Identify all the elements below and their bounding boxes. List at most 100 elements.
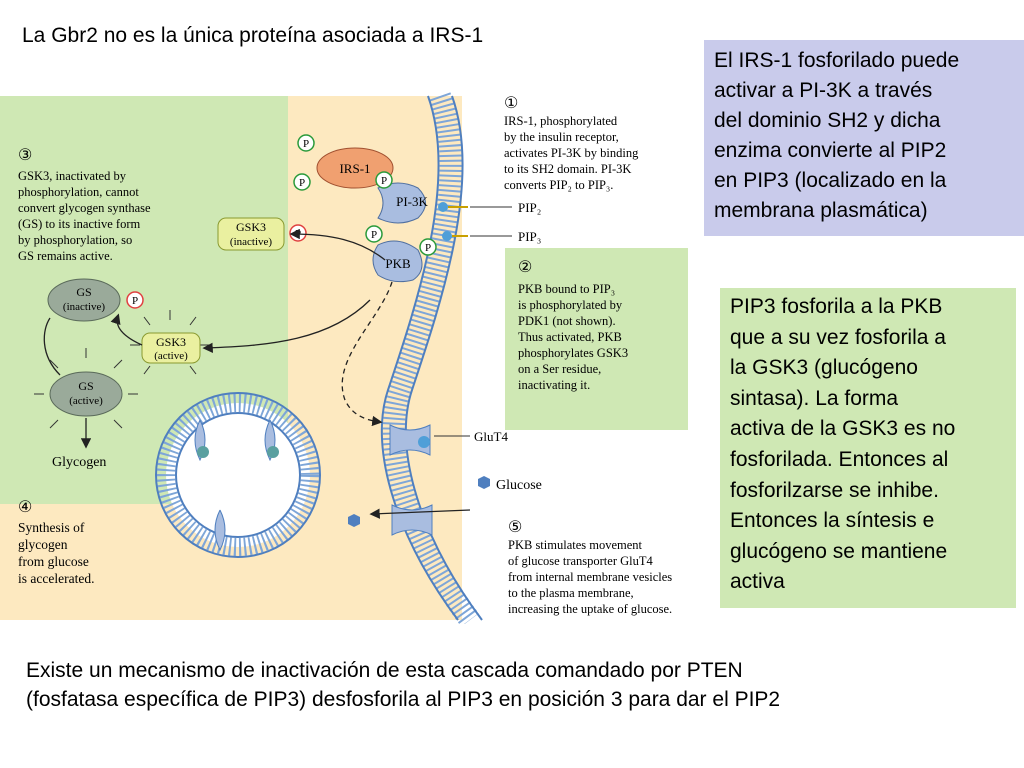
caption-line: of glucose transporter GluT4 — [508, 554, 654, 568]
insulin-signaling-diagram: IRS-1 PI-3K PKB P P P P P P P PIP₂ PIP₃ … — [0, 92, 688, 624]
text-line: en PIP3 (localizado en la — [714, 169, 947, 192]
caption-line: GS remains active. — [18, 249, 113, 263]
text-line: fosforilada. Entonces al — [730, 447, 949, 471]
step-number: ② — [518, 259, 532, 276]
pi3k-protein — [377, 182, 426, 224]
pip3-explanation-box: PIP3 fosforila a la PKB que a su vez fos… — [720, 288, 1016, 608]
text-line: Entonces la síntesis e — [730, 509, 935, 533]
pkb-label: PKB — [385, 256, 411, 271]
glut4-vesicle — [155, 392, 321, 558]
gsk3-active-sublabel: (active) — [154, 350, 188, 362]
phosphate-icon — [365, 225, 383, 243]
gs-inactive-protein — [47, 278, 121, 322]
gsk3-to-gs-arrow — [110, 313, 143, 346]
glycogen-label: Glycogen — [52, 455, 106, 470]
pip3-label: PIP₃ — [518, 229, 541, 244]
caption-line: IRS-1, phosphorylated — [504, 114, 618, 128]
text-line: que a su vez fosforila a — [730, 325, 946, 349]
text-line: activa — [730, 570, 785, 594]
text-line: la GSK3 (glucógeno — [730, 356, 918, 380]
irs1-label: IRS-1 — [339, 161, 370, 176]
caption-line: Thus activated, PKB — [518, 330, 622, 344]
text-line: del dominio SH2 y dicha — [714, 109, 941, 132]
caption-line: to the plasma membrane, — [508, 586, 634, 600]
caption-line: by phosphorylation, so — [18, 233, 132, 247]
caption-line: increasing the uptake of glucose. — [508, 602, 672, 616]
step2-caption: ② PKB bound to PIP₃ is phosphorylated by… — [518, 259, 628, 392]
text-line: membrana plasmática) — [714, 199, 928, 222]
gs-active-label: GS — [78, 379, 93, 393]
caption-line: PKB bound to PIP₃ — [518, 282, 615, 296]
gsk3-active-box — [141, 332, 201, 364]
text-line: activa de la GSK3 es no — [730, 417, 956, 441]
text-line: fosforilzarse se inhibe. — [730, 478, 939, 502]
text-line: (fosfatasa específica de PIP3) desfosfor… — [26, 688, 781, 711]
gs-active-rays — [34, 348, 138, 429]
caption-line: (GS) to its inactive form — [18, 217, 140, 231]
step5-caption: ⑤ PKB stimulates movement of glucose tra… — [508, 519, 672, 616]
caption-line: by the insulin receptor, — [504, 130, 619, 144]
caption-line: is phosphorylated by — [518, 298, 623, 312]
phosphate-label: P — [299, 177, 305, 189]
gs-inactive-sublabel: (inactive) — [63, 301, 105, 313]
plasma-membrane — [380, 92, 483, 624]
text-line: activar a PI-3K a través — [714, 79, 933, 102]
gs-inactive-label: GS — [76, 285, 91, 299]
glucose-label: Glucose — [496, 478, 542, 493]
phosphate-icon — [293, 173, 311, 191]
phosphate-label: P — [381, 175, 387, 187]
caption-line: is accelerated. — [18, 571, 94, 586]
pkb-protein — [372, 240, 423, 283]
phosphate-icon — [419, 238, 437, 256]
phosphate-icon — [375, 171, 393, 189]
pkb-to-gsk3-arrow — [202, 299, 371, 353]
irs1-protein — [316, 147, 394, 189]
caption-line: Synthesis of — [18, 520, 85, 535]
irs1-explanation-box: El IRS-1 fosforilado puede activar a PI-… — [704, 40, 1024, 236]
step4-caption: ④ Synthesis of glycogen from glucose is … — [18, 499, 94, 586]
caption-line: convert glycogen synthase — [18, 201, 151, 215]
pi3k-label: PI-3K — [396, 194, 428, 209]
gs-cycle-arrow — [43, 317, 61, 376]
phosphate-icon — [297, 134, 315, 152]
step-number: ⑤ — [508, 519, 522, 536]
gsk3-inactive-label: GSK3 — [236, 220, 266, 234]
gsk3-inactive-sublabel: (inactive) — [230, 236, 272, 248]
pkb-phosphorylates-arrow — [289, 228, 386, 261]
step2-panel — [505, 248, 688, 430]
phosphate-label: P — [303, 138, 309, 150]
phosphate-label: P — [425, 242, 431, 254]
text-line: Existe un mecanismo de inactivación de e… — [26, 659, 743, 682]
gsk3-active-label: GSK3 — [156, 335, 186, 349]
step1-caption: ① IRS-1, phosphorylated by the insulin r… — [504, 95, 639, 192]
step-number: ① — [504, 95, 518, 112]
step3-caption: ③ GSK3, inactivated by phosphorylation, … — [18, 147, 151, 263]
caption-line: PDK1 (not shown). — [518, 314, 616, 328]
caption-line: GSK3, inactivated by — [18, 169, 127, 183]
pten-note: Existe un mecanismo de inactivación de e… — [26, 656, 1006, 714]
text-line: El IRS-1 fosforilado puede — [714, 49, 960, 72]
phosphate-label: P — [371, 229, 377, 241]
text-line: PIP3 fosforila a la PKB — [730, 295, 943, 318]
glut4-label: GluT4 — [474, 429, 508, 444]
caption-line: glycogen — [18, 537, 68, 552]
phosphate-icon — [126, 291, 144, 309]
pkb-to-glut4-dashed-arrow — [341, 281, 393, 427]
step-number: ④ — [18, 499, 32, 516]
text-line: glucógeno se mantiene — [730, 539, 948, 563]
phosphate-label: P — [132, 295, 138, 307]
caption-line: phosphorylation, cannot — [18, 185, 139, 199]
pip2-label: PIP₂ — [518, 200, 541, 215]
caption-line: inactivating it. — [518, 378, 590, 392]
gs-active-protein — [49, 371, 123, 417]
pip-lipids — [438, 202, 468, 241]
slide-title: La Gbr2 no es la única proteína asociada… — [22, 24, 484, 47]
glucose-hexagon-icon — [348, 514, 360, 527]
text-line: enzima convierte al PIP2 — [714, 139, 947, 162]
caption-line: on a Ser residue, — [518, 362, 601, 376]
caption-line: to its SH2 domain. PI-3K — [504, 162, 631, 176]
caption-line: from glucose — [18, 554, 89, 569]
gs-active-sublabel: (active) — [69, 395, 103, 407]
caption-line: PKB stimulates movement — [508, 538, 643, 552]
caption-line: phosphorylates GSK3 — [518, 346, 628, 360]
